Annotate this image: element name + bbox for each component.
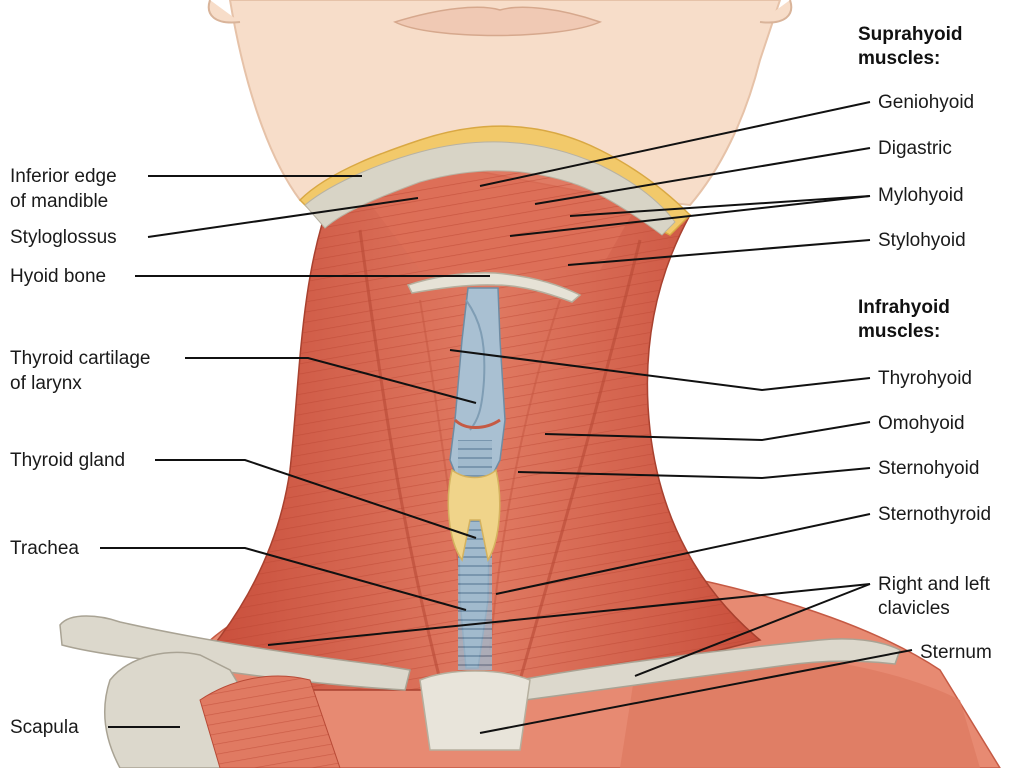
label-sternothyroid: Sternothyroid bbox=[878, 504, 991, 525]
leader-geniohyoid bbox=[479, 101, 871, 187]
leader-styloglossus bbox=[147, 197, 419, 238]
leader-thyroid-gland bbox=[155, 459, 477, 539]
label-stylohyoid: Stylohyoid bbox=[878, 230, 966, 251]
label-sternum: Sternum bbox=[920, 642, 992, 663]
group-heading-infrahyoid-1: Infrahyoid bbox=[858, 297, 950, 318]
leader-lines bbox=[100, 101, 913, 734]
label-clavicles-1: Right and left bbox=[878, 574, 991, 595]
leader-stylohyoid bbox=[567, 239, 871, 266]
label-hyoid-bone: Hyoid bone bbox=[10, 266, 106, 287]
label-clavicles-2: clavicles bbox=[878, 598, 950, 619]
label-inferior-edge-2: of mandible bbox=[10, 191, 108, 212]
group-heading-suprahyoid-1: Suprahyoid bbox=[858, 24, 963, 45]
leader-mylohyoid-a bbox=[569, 195, 871, 217]
leader-clavicle-a bbox=[267, 583, 871, 646]
thyroid-gland bbox=[447, 468, 501, 563]
label-inferior-edge-1: Inferior edge bbox=[10, 166, 117, 187]
leader-sternothyroid bbox=[495, 513, 871, 595]
leader-clavicle-b bbox=[634, 583, 871, 677]
hyoid-bone bbox=[406, 272, 582, 303]
leader-sternum bbox=[479, 649, 913, 734]
group-heading-suprahyoid-2: muscles: bbox=[858, 48, 940, 69]
label-geniohyoid: Geniohyoid bbox=[878, 92, 974, 113]
leader-thyroid-cartilage bbox=[185, 357, 477, 404]
label-digastric: Digastric bbox=[878, 138, 952, 159]
label-thyroid-cartilage-1: Thyroid cartilage bbox=[10, 348, 150, 369]
label-thyroid-cartilage-2: of larynx bbox=[10, 373, 82, 394]
label-scapula: Scapula bbox=[10, 717, 79, 738]
label-styloglossus: Styloglossus bbox=[10, 227, 117, 248]
shoulder-bones bbox=[59, 615, 901, 768]
label-mylohyoid: Mylohyoid bbox=[878, 185, 964, 206]
leader-mylohyoid-b bbox=[509, 195, 871, 237]
label-thyrohyoid: Thyrohyoid bbox=[878, 368, 972, 389]
label-thyroid-gland: Thyroid gland bbox=[10, 450, 125, 471]
leader-thyrohyoid bbox=[449, 349, 871, 392]
leader-sternohyoid bbox=[517, 467, 871, 480]
group-heading-infrahyoid-2: muscles: bbox=[858, 321, 940, 342]
leader-trachea bbox=[100, 547, 467, 611]
label-sternohyoid: Sternohyoid bbox=[878, 458, 979, 479]
label-omohyoid: Omohyoid bbox=[878, 413, 965, 434]
leader-digastric bbox=[534, 147, 871, 205]
leader-omohyoid bbox=[544, 421, 871, 442]
label-trachea: Trachea bbox=[10, 538, 79, 559]
